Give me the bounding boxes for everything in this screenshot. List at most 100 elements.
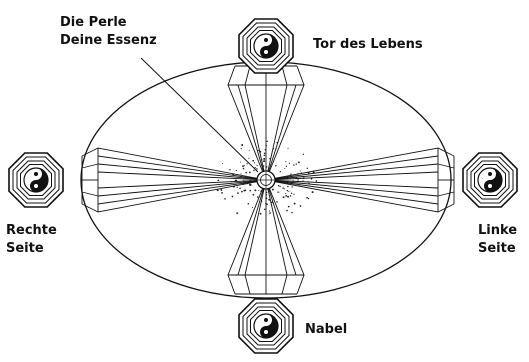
- radiance-dot: [248, 203, 250, 205]
- radiance-dot: [257, 165, 258, 166]
- radiance-dot: [283, 196, 285, 198]
- radiance-dot: [245, 172, 247, 174]
- bagua-yin-yang-bottom-icon: [239, 299, 293, 353]
- radiance-dot: [293, 194, 294, 195]
- radiance-dot: [264, 155, 266, 157]
- radiance-dot: [253, 194, 255, 196]
- radiance-dot: [236, 212, 238, 214]
- radiance-dot: [266, 204, 268, 206]
- radiance-dot: [272, 189, 274, 191]
- radiance-dot: [306, 197, 308, 199]
- radiance-dot: [285, 161, 286, 162]
- radiance-dot: [250, 184, 252, 186]
- radiance-dot: [290, 195, 291, 196]
- radiance-dot: [255, 167, 256, 168]
- radiance-dot: [297, 179, 298, 180]
- radiance-dot: [244, 165, 245, 166]
- radiance-dot: [307, 168, 308, 169]
- radiance-dot: [240, 162, 241, 163]
- radiance-dot: [249, 172, 251, 174]
- label-right-side-line1: Rechte: [6, 222, 57, 240]
- radiance-dot: [241, 148, 242, 149]
- radiance-dot: [269, 210, 270, 211]
- radiance-dot: [249, 190, 251, 192]
- radiance-dot: [286, 210, 288, 212]
- radiance-dot: [287, 196, 289, 198]
- radiance-dot: [256, 168, 258, 170]
- radiance-dot: [257, 196, 259, 198]
- label-right-side: Rechte Seite: [6, 222, 57, 258]
- radiance-dot: [284, 188, 285, 189]
- radiance-dot: [275, 165, 276, 166]
- crystal-left: [82, 148, 266, 212]
- label-left-side-line2: Seite: [478, 240, 517, 258]
- radiance-dot: [316, 180, 318, 182]
- radiance-dot: [308, 198, 309, 199]
- radiance-dot: [222, 163, 223, 164]
- radiance-dot: [252, 207, 253, 208]
- radiance-dot: [312, 191, 314, 193]
- radiance-dot: [224, 198, 226, 200]
- label-pearl: Die Perle Deine Essenz: [60, 14, 157, 50]
- radiance-dot: [303, 154, 304, 155]
- crystal-top: [228, 66, 304, 180]
- radiance-dot: [300, 205, 302, 207]
- radiance-dot: [264, 152, 266, 154]
- label-navel: Nabel: [305, 321, 347, 339]
- radiance-dot: [229, 169, 230, 170]
- radiance-dot: [217, 179, 219, 181]
- radiance-dot: [277, 191, 278, 192]
- radiance-dot: [246, 163, 247, 164]
- crystal-right: [266, 148, 454, 212]
- radiance-dot: [269, 199, 270, 200]
- radiance-dot: [241, 191, 243, 193]
- crystal-bottom: [228, 180, 304, 294]
- radiance-dot: [242, 165, 244, 167]
- radiance-dot: [282, 187, 283, 188]
- radiance-dot: [266, 141, 267, 142]
- radiance-dot: [293, 164, 294, 165]
- radiance-dot: [248, 158, 249, 159]
- radiance-dot: [284, 168, 285, 169]
- radiance-dot: [290, 173, 291, 174]
- radiance-dot: [252, 160, 254, 162]
- radiance-dot: [287, 190, 288, 191]
- label-left-side: Linke Seite: [478, 222, 517, 258]
- radiance-dot: [291, 193, 292, 194]
- radiance-dot: [291, 186, 292, 187]
- radiance-dot: [237, 192, 239, 194]
- pearl-icon: [257, 171, 275, 189]
- radiance-dot: [240, 173, 241, 174]
- radiance-dot: [264, 209, 265, 210]
- radiance-dot: [276, 201, 278, 203]
- radiance-dot: [280, 186, 281, 187]
- radiance-dot: [270, 212, 271, 213]
- radiance-dot: [280, 171, 281, 172]
- radiance-dot: [287, 186, 289, 188]
- radiance-dot: [221, 192, 223, 194]
- label-left-side-line1: Linke: [478, 222, 517, 240]
- radiance-dot: [286, 166, 287, 167]
- radiance-dot: [263, 160, 265, 162]
- radiance-dot: [243, 190, 245, 192]
- radiance-dot: [298, 161, 300, 163]
- radiance-dot: [253, 170, 254, 171]
- radiance-dot: [285, 193, 286, 194]
- radiance-dot: [287, 148, 288, 149]
- radiance-dot: [278, 185, 280, 187]
- radiance-dot: [258, 190, 259, 191]
- radiance-dot: [289, 163, 290, 164]
- radiance-dot: [254, 189, 256, 191]
- radiance-dot: [300, 170, 301, 171]
- label-pearl-line1: Die Perle: [60, 14, 157, 32]
- radiance-dot: [296, 163, 297, 164]
- radiance-dot: [237, 187, 238, 188]
- bagua-yin-yang-left-icon: [9, 153, 63, 207]
- radiance-dot: [294, 203, 296, 205]
- radiance-dot: [279, 192, 280, 193]
- radiance-dot: [285, 195, 287, 197]
- radiance-dot: [263, 158, 265, 160]
- label-gate-of-life: Tor des Lebens: [313, 36, 423, 54]
- radiance-dot: [288, 191, 289, 192]
- bagua-yin-yang-top-icon: [239, 19, 293, 73]
